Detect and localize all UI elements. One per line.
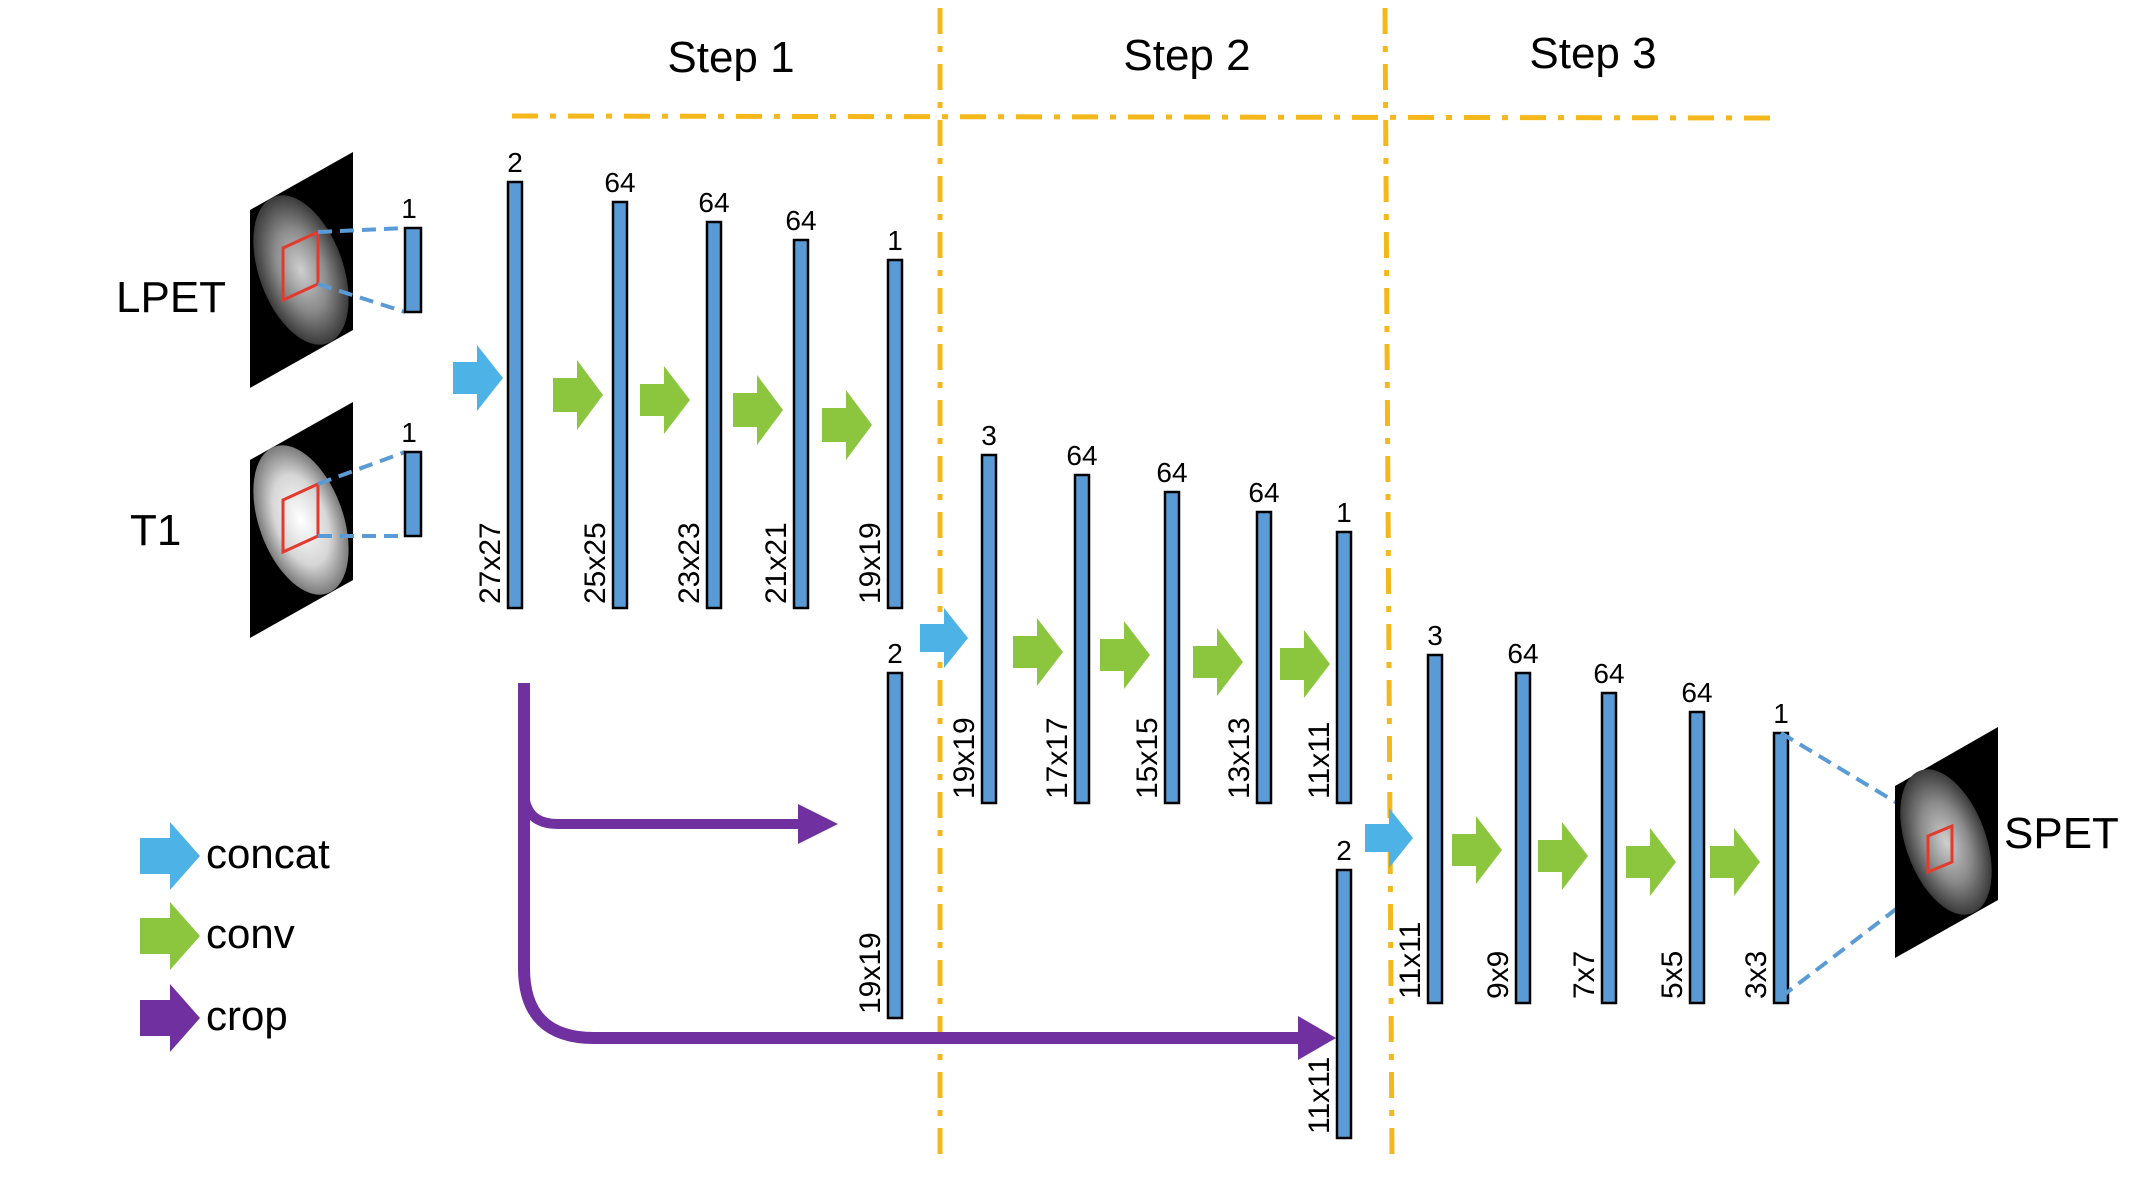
stage2-layer-2-bar: [1073, 473, 1091, 805]
step-2-3-divider: [1382, 7, 1395, 1161]
stage1-layer-2-channels: 64: [604, 167, 635, 198]
stage1-layer-5-channels: 1: [887, 225, 903, 256]
spet-roi-box: [1926, 823, 1954, 875]
stage2-layer-3-bar: [1163, 490, 1181, 805]
stage2-layer-2-channels: 64: [1066, 440, 1097, 471]
concat-arrow-stage1: [453, 345, 503, 411]
conv-arrow: [1100, 621, 1150, 689]
conv-arrow: [1193, 628, 1243, 696]
stage3-layer-4-size: 5x5: [1656, 951, 1689, 999]
stage1-layer-4-channels: 64: [785, 205, 816, 236]
stage2-crop-size: 11x11: [1303, 1057, 1336, 1134]
conv-arrow: [1626, 828, 1676, 896]
conv-arrow: [733, 375, 783, 445]
stage2-crop-bar: [1335, 868, 1353, 1140]
feature-map-layers: 2 27x27 64 25x25 64 23x23 64 21x21 1 19x19 3 19x19 6…: [474, 147, 1790, 1140]
stage1-layer-3-size: 23x23: [673, 522, 706, 604]
step-dividers: [511, 7, 1779, 1161]
legend: concat conv crop: [140, 822, 330, 1052]
stage2-layer-4-bar: [1255, 510, 1273, 805]
stage2-layer-3-channels: 64: [1156, 457, 1187, 488]
stage2-layer-4-channels: 64: [1248, 477, 1279, 508]
conv-arrow: [640, 366, 690, 434]
concat-arrows: [453, 345, 1413, 868]
stage1-layer-1-bar: [506, 180, 524, 610]
crop-arrows: [518, 683, 1336, 1060]
lpet-patch-bar: [403, 226, 423, 314]
stage3-layer-4-channels: 64: [1681, 677, 1712, 708]
stage3-layer-3-bar: [1600, 691, 1618, 1005]
stage1-layer-3-bar: [705, 220, 723, 610]
t1-patch-channels: 1: [401, 417, 417, 448]
concat-arrow-stage3: [1365, 808, 1413, 868]
conv-arrow: [1710, 828, 1760, 896]
stage3-layer-2-bar: [1514, 671, 1532, 1005]
stage2-layer-3-size: 15x15: [1131, 717, 1164, 799]
stage3-layer-1-bar: [1426, 653, 1444, 1005]
stage1-layer-5-bar: [886, 258, 904, 610]
stage2-layer-2-size: 17x17: [1041, 717, 1074, 799]
stage3-layer-3-size: 7x7: [1568, 951, 1601, 999]
spet-image: [1779, 727, 1998, 999]
conv-arrow: [1538, 822, 1588, 890]
stage1-crop-channels: 2: [887, 638, 903, 669]
conv-arrow: [1452, 816, 1502, 884]
stage3-layer-2-size: 9x9: [1482, 951, 1515, 999]
conv-arrow: [1013, 618, 1063, 686]
legend-concat-label: concat: [206, 830, 330, 877]
stage1-layer-5-size: 19x19: [854, 522, 887, 604]
stage3-layer-4-bar: [1688, 710, 1706, 1005]
stage3-layer-5-channels: 1: [1773, 698, 1789, 729]
crop-arrowhead-stage2: [1298, 1016, 1336, 1060]
stage1-layer-4-bar: [792, 238, 810, 610]
stage2-layer-4-size: 13x13: [1223, 717, 1256, 799]
stage1-layer-4-size: 21x21: [760, 522, 793, 604]
crop-arrowhead-stage1: [798, 804, 838, 844]
concat-arrow-stage2: [920, 608, 968, 668]
step-1-title: Step 1: [667, 33, 794, 82]
crop-branch-path: [519, 789, 800, 829]
stage1-layer-3-channels: 64: [698, 187, 729, 218]
stage1-crop-size: 19x19: [854, 932, 887, 1014]
conv-arrow: [553, 360, 603, 430]
stage3-layer-3-channels: 64: [1593, 658, 1624, 689]
stage2-crop-channels: 2: [1336, 835, 1352, 866]
stage2-layer-5-channels: 1: [1336, 497, 1352, 528]
concat-arrow-icon: [140, 822, 200, 890]
crop-path: [518, 683, 1300, 1044]
stage3-layer-2-channels: 64: [1507, 638, 1538, 669]
stage2-layer-1-size: 19x19: [948, 717, 981, 799]
step-header-divider: [511, 113, 1779, 121]
conv-arrow: [1280, 630, 1330, 698]
t1-patch-bar: [403, 450, 423, 538]
conv-arrow-icon: [140, 902, 200, 970]
stage3-layer-1-channels: 3: [1427, 620, 1443, 651]
step-3-title: Step 3: [1529, 29, 1656, 78]
stage1-layer-1-channels: 2: [507, 147, 523, 178]
lpet-image: [250, 152, 406, 388]
lpet-patch-channels: 1: [401, 193, 417, 224]
stage3-layer-5-bar: [1772, 731, 1790, 1005]
t1-label: T1: [130, 506, 181, 555]
stage2-layer-1-channels: 3: [981, 420, 997, 451]
legend-crop-label: crop: [206, 992, 288, 1039]
step-2-title: Step 2: [1123, 31, 1250, 80]
stage1-crop-bar: [886, 671, 904, 1020]
spet-label: SPET: [2004, 809, 2119, 858]
stage1-layer-1-size: 27x27: [474, 522, 507, 604]
stage1-layer-2-size: 25x25: [579, 522, 612, 604]
crop-arrow-icon: [140, 984, 200, 1052]
conv-arrow: [822, 390, 872, 460]
stage2-layer-5-bar: [1335, 530, 1353, 805]
stage2-layer-5-size: 11x11: [1303, 722, 1336, 799]
lpet-label: LPET: [116, 273, 226, 322]
stage3-layer-1-size: 11x11: [1394, 922, 1427, 999]
stage3-layer-5-size: 3x3: [1740, 951, 1773, 999]
t1-image: [250, 402, 406, 638]
stage1-layer-2-bar: [611, 200, 629, 610]
conv-arrows: [553, 360, 1760, 896]
legend-conv-label: conv: [206, 910, 295, 957]
stage2-layer-1-bar: [980, 453, 998, 805]
